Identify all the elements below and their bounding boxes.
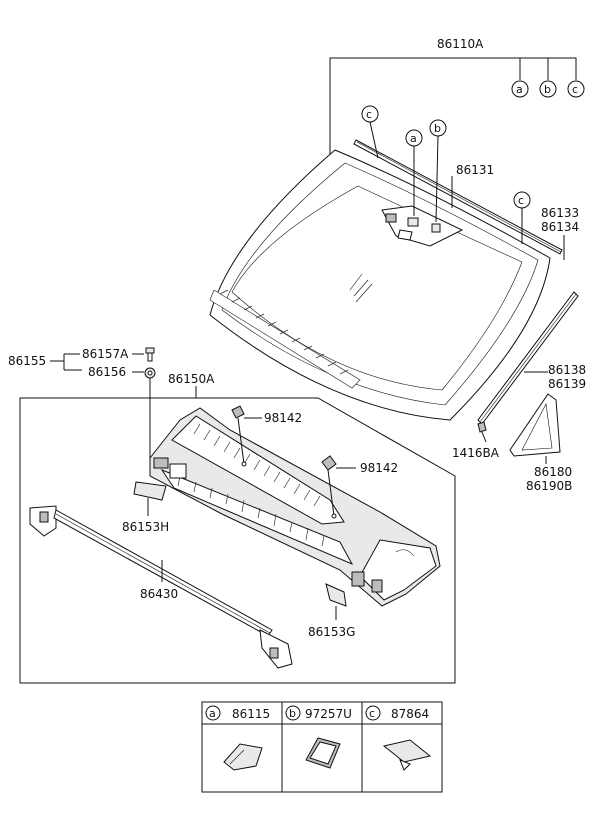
label-86190B[interactable]: 86190B	[526, 479, 572, 493]
washer-nozzle-2[interactable]	[321, 455, 337, 519]
legend-table: a 86115 b 97257U c 87864	[201, 701, 443, 793]
label-86134[interactable]: 86134	[541, 220, 579, 234]
label-86131[interactable]: 86131	[456, 163, 494, 177]
svg-text:c: c	[366, 108, 372, 121]
cowl-box	[19, 397, 456, 684]
callout-b-glass[interactable]: b	[429, 119, 447, 223]
label-86138[interactable]: 86138	[548, 363, 586, 377]
legend-c[interactable]: c 87864	[365, 705, 429, 721]
label-86430[interactable]: 86430	[140, 587, 178, 601]
svg-text:b: b	[544, 83, 551, 96]
callout-c-left[interactable]: c	[361, 105, 379, 159]
callout-a-top[interactable]: a	[511, 80, 529, 98]
svg-text:b: b	[289, 707, 296, 720]
label-86180[interactable]: 86180	[534, 465, 572, 479]
label-86133[interactable]: 86133	[541, 206, 579, 220]
legend-b-part: 97257U	[305, 707, 352, 721]
weatherstrip-part[interactable]	[29, 505, 293, 669]
cowl-seal-lh[interactable]	[133, 481, 167, 501]
svg-text:c: c	[369, 707, 375, 720]
bolt-nut-group: 86155 86157A 86156	[8, 347, 156, 458]
callout-a-glass[interactable]: a	[405, 129, 423, 216]
legend-a-part-icon	[223, 743, 263, 771]
assembly-bracket-line	[329, 57, 577, 165]
label-86156[interactable]: 86156	[88, 365, 126, 379]
windshield-glass[interactable]	[209, 149, 551, 421]
svg-text:a: a	[410, 132, 417, 145]
label-98142-b[interactable]: 98142	[360, 461, 398, 475]
cowl-panel-part[interactable]	[149, 407, 441, 607]
leader-86155	[50, 353, 82, 371]
bolt-icon[interactable]	[145, 347, 155, 362]
svg-text:a: a	[209, 707, 216, 720]
legend-c-part-icon	[382, 739, 432, 771]
windshield-assembly-group: 86110A a b c	[209, 37, 586, 493]
molding-top-strip[interactable]	[353, 139, 563, 255]
legend-a-part: 86115	[232, 707, 270, 721]
legend-b-part-icon	[305, 737, 341, 769]
label-86155[interactable]: 86155	[8, 354, 46, 368]
callout-c-top[interactable]: c	[567, 80, 585, 98]
legend-c-part: 87864	[391, 707, 429, 721]
legend-b[interactable]: b 97257U	[285, 705, 352, 721]
cowl-seal-rh[interactable]	[325, 583, 347, 607]
label-86157A[interactable]: 86157A	[82, 347, 129, 361]
washer-nozzle-1[interactable]	[231, 405, 247, 467]
svg-text:b: b	[434, 122, 441, 135]
label-86150A[interactable]: 86150A	[168, 372, 215, 386]
svg-text:a: a	[516, 83, 523, 96]
svg-text:c: c	[518, 194, 524, 207]
delta-cover-part[interactable]	[509, 393, 561, 457]
svg-text:c: c	[572, 83, 578, 96]
cowl-panel-group: 86150A	[19, 372, 456, 684]
label-86153G[interactable]: 86153G	[308, 625, 355, 639]
label-86153H[interactable]: 86153H	[122, 520, 169, 534]
callout-b-top[interactable]: b	[539, 80, 557, 98]
clip-part[interactable]	[477, 421, 487, 443]
label-1416BA[interactable]: 1416BA	[452, 446, 500, 460]
label-98142-a[interactable]: 98142	[264, 411, 302, 425]
callout-c-right[interactable]: c	[513, 191, 531, 244]
label-86139[interactable]: 86139	[548, 377, 586, 391]
legend-a[interactable]: a 86115	[205, 705, 270, 721]
label-86110A[interactable]: 86110A	[437, 37, 484, 51]
nut-icon[interactable]	[144, 367, 156, 379]
